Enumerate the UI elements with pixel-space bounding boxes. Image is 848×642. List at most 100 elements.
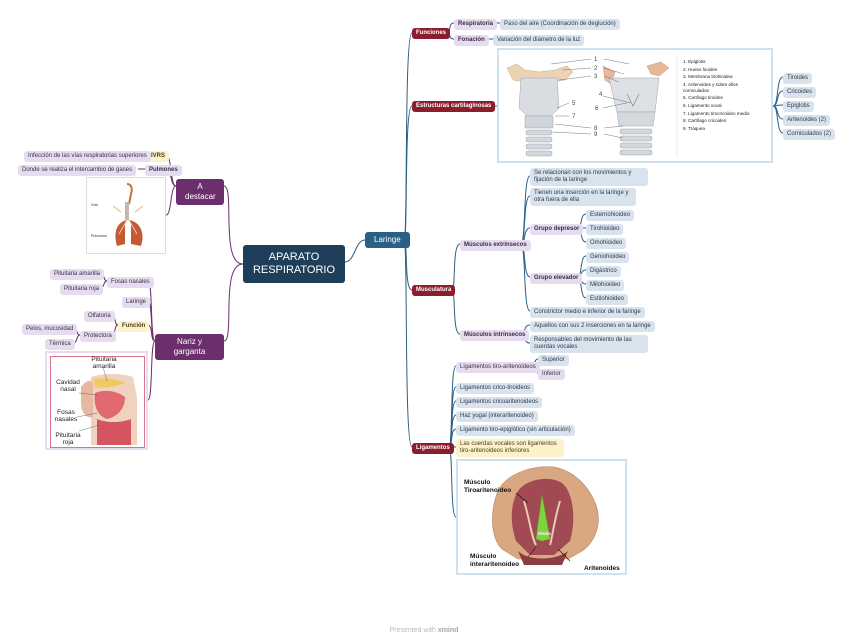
fosas-nasales[interactable]: Fosas nasales — [107, 277, 154, 288]
cartilago-cricoides[interactable]: Cricoides — [783, 87, 817, 98]
legend-line: 1. Epiglotis — [683, 59, 706, 64]
extrinsecos-desc-insercion[interactable]: Tienen una inserción en la laringe y otr… — [530, 188, 636, 206]
topic-ligamentos[interactable]: Ligamentos — [412, 443, 454, 454]
cartilage-number: 5 — [572, 101, 576, 107]
ligamentos-cricoaritenoideos[interactable]: Ligamentos cricoaritenoideos — [456, 397, 543, 408]
topic-nariz-garganta[interactable]: Nariz y garganta — [155, 334, 224, 360]
label-pulmones: Pulmones — [91, 234, 107, 238]
larynx-cartilage-image: 1 2 3 4 5 6 7 8 9 1. Epiglotis 2. Hueso … — [497, 48, 773, 163]
protectora-pelos-mucosidad[interactable]: Pelos, mucosidad — [22, 324, 78, 335]
cartilago-tiroides[interactable]: Tiroides — [783, 73, 813, 84]
haz-yugal[interactable]: Haz yugal (interaritenoideo) — [456, 411, 538, 422]
label-line: Pituitaria — [55, 432, 81, 439]
topic-a-destacar[interactable]: A destacar — [176, 179, 224, 205]
topic-funciones[interactable]: Funciones — [412, 28, 451, 39]
musculo-omohioideo[interactable]: Omohioideo — [586, 238, 627, 249]
ligamento-superior[interactable]: Superior — [538, 355, 569, 366]
label-line: Músculo — [470, 553, 497, 560]
pituitaria-amarilla[interactable]: Pituitaria amarilla — [50, 269, 105, 280]
legend-line: corniculados — [683, 88, 709, 94]
grupo-elevador[interactable]: Grupo elevador — [530, 273, 583, 284]
label-line: nasales — [54, 416, 78, 423]
label-line: roja — [62, 439, 74, 446]
central-title-line1: APARATO — [268, 251, 320, 263]
grupo-depresor[interactable]: Grupo depresor — [530, 224, 584, 235]
musculo-geniohioideo[interactable]: Geniohioideo — [586, 252, 630, 263]
ligamento-inferior[interactable]: Inferior — [538, 369, 565, 380]
destacar-pulmones-desc[interactable]: Donde se realiza el intercambio de gases — [18, 165, 137, 176]
cartilago-aritenoides[interactable]: Aritenoides (2) — [783, 115, 831, 126]
vocal-folds-illustration — [492, 466, 599, 565]
legend-line: 9. Tráquea — [683, 125, 705, 131]
footer-prefix: Presented with — [389, 627, 438, 634]
cartilage-number: 6 — [595, 106, 599, 112]
label-line: Músculo — [464, 479, 491, 486]
footer-watermark: Presented with xmind — [0, 627, 848, 634]
intrinsecos-inserciones[interactable]: Aquellos con sus 2 inserciones en la lar… — [530, 321, 655, 332]
legend-line: 6. Ligamento vocal — [683, 102, 722, 108]
destacar-ivrs-desc[interactable]: Infección de las vías respiratorias supe… — [24, 151, 151, 162]
cartilago-corniculados[interactable]: Corniculados (2) — [783, 129, 836, 140]
label-aritenoides: Aritenoides — [584, 565, 620, 572]
cartilage-number: 2 — [594, 66, 598, 72]
cartilage-number: 8 — [594, 126, 598, 132]
cartilage-legend: 1. Epiglotis 2. Hueso hioides 3. Membran… — [683, 58, 749, 132]
footer-brand: xmind — [437, 627, 459, 634]
funcion-olfatoria[interactable]: Olfatoria — [84, 311, 115, 322]
extrinsecos-desc-fijacion[interactable]: Se relacionan con los movimientos y fija… — [530, 168, 648, 186]
lungs-illustration — [112, 183, 144, 246]
nasal-cavity-illustration — [50, 356, 145, 448]
legend-line: 7. Ligamento tirocricoideo medio — [683, 110, 750, 116]
ligamento-tiro-epiglotico[interactable]: Ligamento tiro-epiglótico (sin articulac… — [456, 425, 575, 436]
nariz-laringe[interactable]: Laringe — [122, 297, 151, 308]
funcion-respiratoria-desc[interactable]: Paso del aire (Coordinación de deglución… — [500, 19, 620, 30]
label-line: Fosas — [57, 409, 75, 416]
protectora-termica[interactable]: Térmica — [45, 339, 75, 350]
intrinsecos-cuerdas-vocales[interactable]: Responsables del movimiento de las cuerd… — [530, 335, 648, 353]
legend-line: 8. Cartílago cricoides — [683, 118, 727, 124]
funcion-respiratoria[interactable]: Respiratoria — [454, 19, 498, 30]
label-line: nasal — [60, 386, 76, 393]
central-title-line2: RESPIRATORIO — [252, 264, 336, 276]
musculo-milohioideo[interactable]: Milohioideo — [586, 280, 625, 291]
musculos-intrinsecos[interactable]: Músculos intrínsecos — [460, 330, 530, 341]
cartilage-number: 9 — [594, 132, 598, 138]
constrictor-faringe[interactable]: Constrictor medio e inferior de la farin… — [530, 307, 645, 318]
cartilage-number: 7 — [572, 114, 576, 120]
ligamentos-crico-tiroideos[interactable]: Ligamentos crico-tiroideos — [456, 383, 535, 394]
cartilago-epiglotis[interactable]: Epiglotis — [783, 101, 814, 112]
pituitaria-roja[interactable]: Pituitaria roja — [60, 284, 104, 295]
nariz-funcion[interactable]: Función — [118, 321, 150, 332]
topic-estructuras-cartilaginosas[interactable]: Estructuras cartilaginosas — [412, 101, 496, 112]
topic-laringe[interactable]: Laringe — [365, 232, 410, 248]
musculo-estilohioideo[interactable]: Estilohioideo — [586, 294, 629, 305]
topic-musculatura[interactable]: Musculatura — [412, 285, 456, 296]
ligamentos-tiro-aritenoideos[interactable]: Ligamentos tiro-aritenoideos — [456, 362, 540, 373]
label-line: Cavidad — [56, 379, 80, 386]
destacar-pulmones[interactable]: Pulmones — [145, 165, 182, 176]
musculo-digastrico[interactable]: Digástrico — [586, 266, 621, 277]
cartilage-number: 1 — [594, 57, 598, 63]
funcion-fonacion-desc[interactable]: Variación del diámetro de la luz — [493, 35, 585, 46]
cuerdas-vocales-note[interactable]: Las cuerdas vocales son ligamentos tiro-… — [456, 439, 564, 457]
musculos-extrinsecos[interactable]: Músculos extrínsecos — [460, 240, 531, 251]
musculo-tirohioideo[interactable]: Tirohioideo — [586, 224, 624, 235]
cartilage-number: 3 — [594, 74, 598, 80]
legend-line: 5. Cartílago tiroides — [683, 95, 723, 101]
funcion-fonacion[interactable]: Fonación — [454, 35, 489, 46]
funcion-protectora[interactable]: Protectora — [80, 331, 116, 342]
musculo-esternohioideo[interactable]: Esternohioideo — [586, 210, 635, 221]
larynx-illustration: 1 2 3 4 5 6 7 8 9 — [499, 50, 771, 161]
label-line: interaritenoideo — [470, 561, 520, 568]
label-line: Pituitaria — [91, 356, 117, 363]
destacar-ivrs[interactable]: IVRS — [147, 151, 170, 162]
